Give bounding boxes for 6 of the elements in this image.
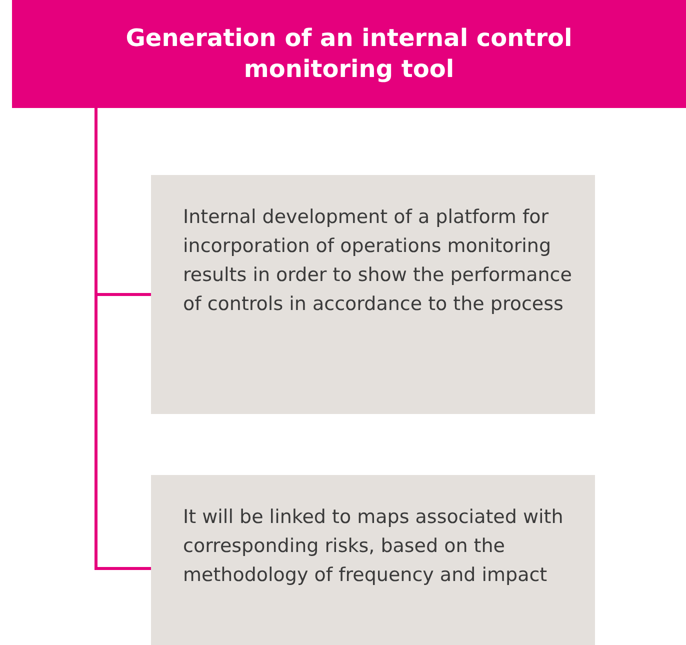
description-text: Internal development of a platform for incorporation of operations monitoring results in order to show the performance of controls in accordance to the process (183, 205, 573, 317)
title-banner (12, 0, 686, 108)
title-text: Generation of an internal control monitoring tool (124, 23, 574, 85)
text-card (151, 475, 595, 645)
text-card (151, 175, 595, 414)
description-text: It will be linked to maps associated with corresponding risks, based on the methodology of frequency and impact (183, 505, 564, 588)
